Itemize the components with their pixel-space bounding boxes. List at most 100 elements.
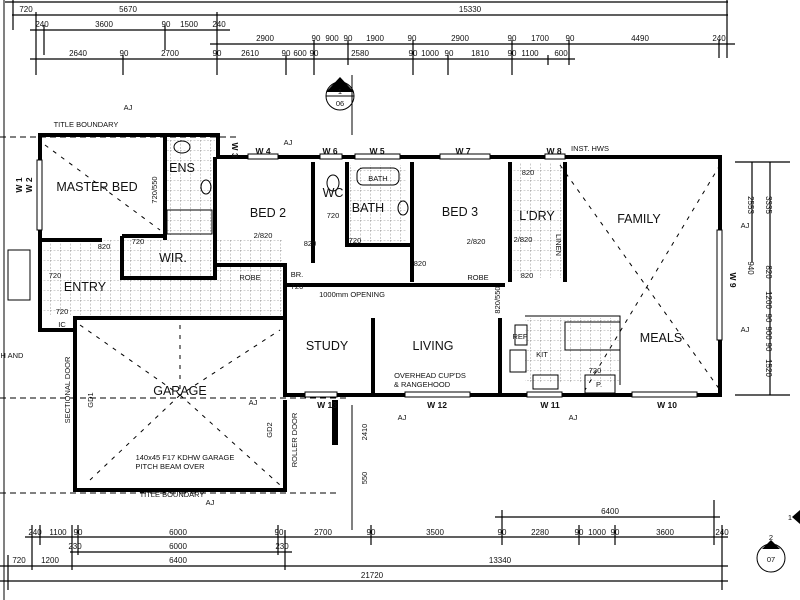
dim-label: 2640 [69,49,87,58]
shower [166,209,213,235]
dim-label: 600 [554,49,568,58]
dim-label: 90 [213,49,222,58]
dim-label: 3500 [426,528,444,537]
window-label-w5: W 5 [369,146,384,156]
door-width: 820 [521,271,534,280]
dim-label: 90 [764,343,773,352]
aj-marker: AJ [249,398,258,407]
dim-label: 2700 [161,49,179,58]
beam-note: PITCH BEAM OVER [135,462,205,471]
room-family: FAMILY [617,212,661,226]
room-bath: BATH [352,201,384,215]
top-dimension-labels: 720 5670 15330 240 3600 90 1500 240 2900… [19,5,726,58]
room-bed-3: BED 3 [442,205,478,219]
door-width: 720 [132,237,145,246]
section-sheet: 06 [336,99,344,108]
dim-label: 90 [120,49,129,58]
room-living: LIVING [413,339,454,353]
door-width: 820 [522,168,535,177]
aj-marker: AJ [741,221,750,230]
opening-note: 1000mm OPENING [319,290,385,299]
dim-label: 240 [212,20,226,29]
room-ensuite: ENS [169,161,195,175]
note-label: H AND [1,351,25,360]
section-marker-bottom: 2 07 1 [756,510,800,573]
bathtub-label: BATH [368,174,387,183]
aj-marker: AJ [124,103,133,112]
dim-label: 2280 [531,528,549,537]
window-label-w12: W 12 [427,400,447,410]
roller-door-label: ROLLER DOOR [290,412,299,467]
dim-label: 1900 [366,34,384,43]
door-width: 720 [589,366,602,375]
toilet-icon [326,174,340,192]
dim-label: 5670 [119,5,137,14]
robe-label: ROBE [239,273,260,282]
dim-label: 1000 [421,49,439,58]
dim-label: 1100 [49,528,67,537]
section-marker-top: 1 06 [325,75,355,135]
dim-label: 90 [409,49,418,58]
beam-note: 140x45 F17 KDHW GARAGE [136,453,235,462]
fixtures [7,140,616,394]
sectional-door-label: SECTIONAL DOOR [63,356,72,423]
window-label-w7: W 7 [455,146,470,156]
aj-marker: AJ [206,498,215,507]
linen-label: LINEN [554,234,563,256]
dim-label: 21720 [361,571,384,580]
dim-label: 90 [764,314,773,323]
basin-icon [200,179,212,195]
dim-label: 90 [508,34,517,43]
dim-label: 6400 [601,507,619,516]
room-wc: WC [323,186,344,200]
dim-label: 2900 [451,34,469,43]
dim-label: 90 [162,20,171,29]
aj-marker: AJ [741,325,750,334]
room-laundry: L'DRY [519,209,555,223]
dim-label: 900 [325,34,339,43]
section-number: 1 [338,87,342,96]
dim-label: 1500 [180,20,198,29]
window-label-w3: W 3 [230,142,240,157]
dim-label: 1200 [41,556,59,565]
dim-label: 4490 [631,34,649,43]
door-width: 820 [304,239,317,248]
porch-step [7,249,31,301]
section-sheet: 07 [767,555,775,564]
dim-label: 2610 [241,49,259,58]
dim-label: 90 [282,49,291,58]
dim-label: 6000 [169,542,187,551]
window-label-w8: W 8 [546,146,561,156]
aj-marker: AJ [284,138,293,147]
door-width: 820 [414,259,427,268]
window-label-w9: W 9 [728,272,738,287]
aj-marker: AJ [569,413,578,422]
garage-door-label: GD1 [86,392,95,407]
window-label-w6: W 6 [322,146,337,156]
room-master-bed: MASTER BED [56,180,137,194]
door-width: 820/550 [493,286,502,313]
dim-label: 3600 [95,20,113,29]
dim-label: 240 [28,528,42,537]
dim-label: 600 [293,49,307,58]
room-broom: BR. [291,270,304,279]
cooktop [509,349,527,373]
dim-label: 240 [35,20,49,29]
dim-label: 2580 [351,49,369,58]
dim-label: 90 [310,49,319,58]
room-wir: WIR. [159,251,187,265]
door-width: 2/820 [467,237,486,246]
dim-label: 1200 [764,291,773,309]
ic-label: IC [58,320,66,329]
top-dimensions [5,0,735,75]
room-entry: ENTRY [64,280,107,294]
section-number: 1 [788,513,792,522]
dim-label: 1810 [471,49,489,58]
dim-label: 90 [498,528,507,537]
door-width: 2/820 [254,231,273,240]
dim-label: 90 [74,528,83,537]
dim-label: 720 [12,556,26,565]
room-study: STUDY [306,339,349,353]
dim-label: 90 [566,34,575,43]
